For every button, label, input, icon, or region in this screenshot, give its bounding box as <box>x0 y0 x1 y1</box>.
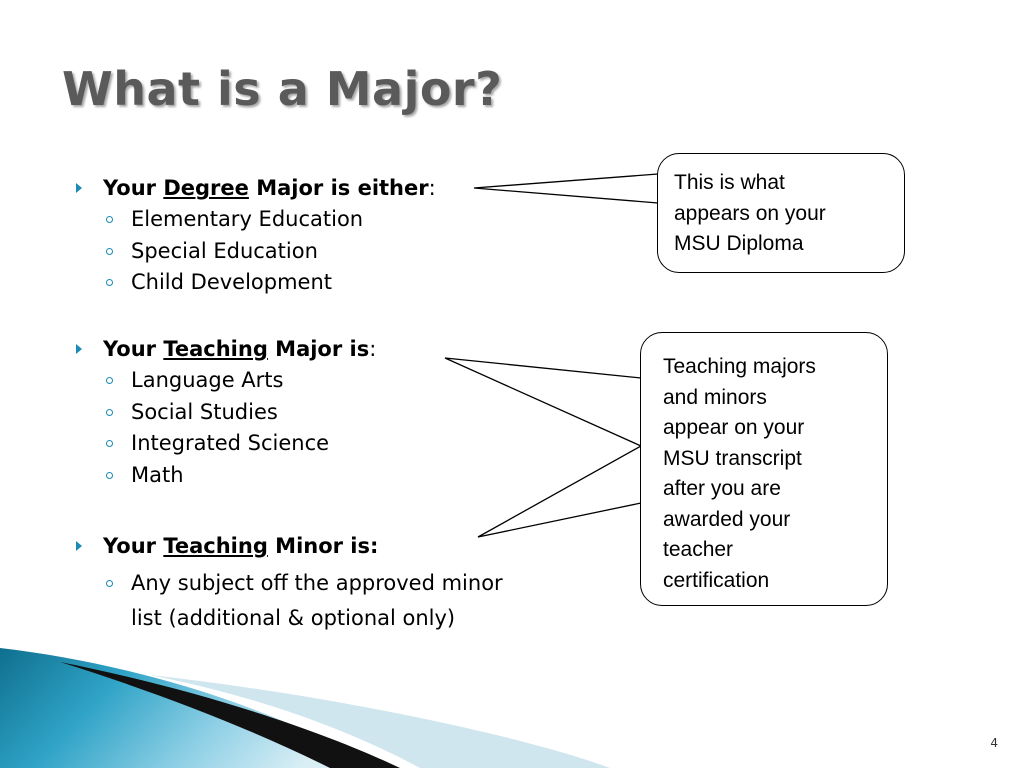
list-item: Any subject off the approved minor list … <box>72 566 531 635</box>
sub-list: Elementary Education Special Education C… <box>72 204 436 299</box>
list-item: Special Education <box>72 236 436 268</box>
callout-transcript: Teaching majors and minors appear on you… <box>640 332 888 606</box>
ring-bullet-icon <box>106 279 113 286</box>
heading-prefix: Your <box>103 534 164 558</box>
section-teaching-major: Your Teaching Major is: Language Arts So… <box>72 333 376 491</box>
callout-diploma: This is what appears on your MSU Diploma <box>657 153 905 273</box>
heading-prefix: Your <box>103 337 164 361</box>
callout-line: appears on your <box>674 201 826 225</box>
callout-line: and minors <box>663 385 767 409</box>
heading-colon: : <box>428 176 436 200</box>
section-teaching-minor: Your Teaching Minor is: Any subject off … <box>72 530 531 635</box>
bullet-heading: Your Teaching Minor is: <box>72 530 531 562</box>
callout-line: MSU transcript <box>663 446 802 470</box>
heading-suffix: Minor is: <box>267 534 379 558</box>
ring-bullet-icon <box>106 471 113 479</box>
ring-bullet-icon <box>106 580 113 587</box>
callout-line: This is what <box>674 171 785 194</box>
list-item: Math <box>72 460 376 492</box>
section-degree-major: Your Degree Major is either: Elementary … <box>72 172 436 299</box>
heading-key: Teaching <box>163 337 268 361</box>
ring-bullet-icon <box>106 247 113 255</box>
list-item: Integrated Science <box>72 428 376 460</box>
list-item: Social Studies <box>72 397 376 429</box>
callout-line: appear on your <box>663 416 805 439</box>
callout-line: awarded your <box>663 507 791 531</box>
arrow-bullet-icon <box>76 344 82 354</box>
ring-bullet-icon <box>106 216 113 223</box>
list-item: Child Development <box>72 267 436 299</box>
bullet-heading: Your Teaching Major is: <box>72 333 376 365</box>
heading-suffix: Major is <box>267 337 370 361</box>
heading-suffix: Major is either <box>248 176 429 200</box>
callout-line: MSU Diploma <box>674 232 804 255</box>
callout-pointer-transcript <box>444 357 643 538</box>
sub-list: Language Arts Social Studies Integrated … <box>72 365 376 491</box>
heading-key: Degree <box>163 176 249 200</box>
callout-pointer-diploma <box>473 173 659 204</box>
heading-prefix: Your <box>103 176 164 200</box>
slide-title: What is a Major? <box>62 62 503 116</box>
sub-list: Any subject off the approved minor list … <box>72 566 531 635</box>
heading-colon: : <box>369 337 377 361</box>
ring-bullet-icon <box>106 377 113 384</box>
list-item: Language Arts <box>72 365 376 397</box>
callout-line: teacher <box>663 538 734 561</box>
bullet-heading: Your Degree Major is either: <box>72 172 436 204</box>
callout-line: Teaching majors <box>663 355 816 378</box>
ring-bullet-icon <box>106 440 113 447</box>
arrow-bullet-icon <box>76 541 82 551</box>
callout-line: after you are <box>663 477 781 500</box>
list-item: Elementary Education <box>72 204 436 236</box>
arrow-bullet-icon <box>76 183 82 193</box>
page-number: 4 <box>990 736 998 750</box>
callout-line: certification <box>663 568 770 592</box>
ring-bullet-icon <box>106 408 113 416</box>
heading-key: Teaching <box>163 534 268 558</box>
